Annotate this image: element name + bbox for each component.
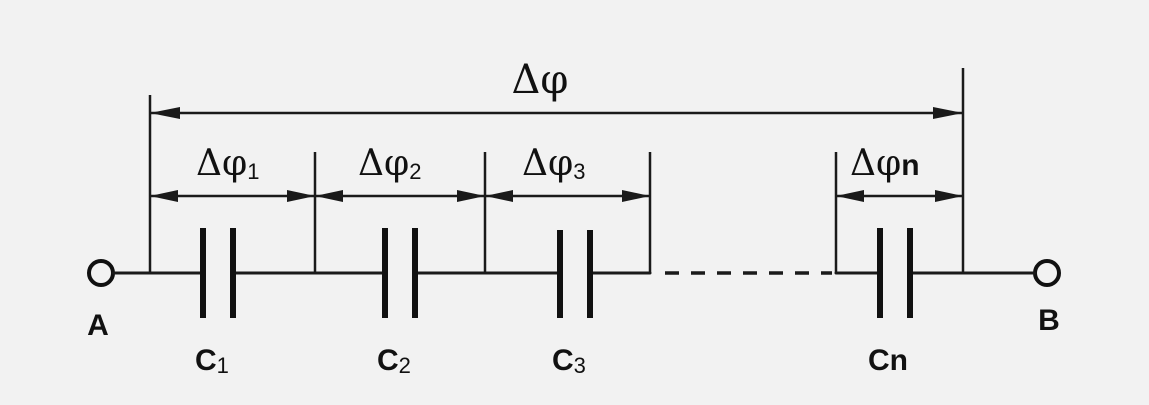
segment-n-voltage-subscript: n [901, 149, 919, 182]
terminal-a-label: A [87, 309, 109, 342]
capacitor-c3-label: C3 [552, 344, 586, 378]
segment-n-arrow-right [935, 190, 963, 202]
segment-1-voltage-symbol: Δφ [196, 143, 247, 184]
capacitor-c1-label: C1 [195, 344, 229, 378]
segment-n-voltage-symbol: Δφ [850, 143, 901, 184]
total-arrow-right [933, 107, 963, 119]
terminal-a-node [87, 259, 115, 287]
segment-3-voltage-subscript: 3 [573, 159, 585, 184]
segment-3-voltage-symbol: Δφ [522, 143, 573, 184]
segment-n-arrow-left [836, 190, 864, 202]
terminal-b-label: B [1038, 304, 1060, 337]
segment-3-arrow-left [485, 190, 513, 202]
capacitor-cn-label: Cn [868, 344, 908, 377]
capacitor-c2-label: C2 [377, 344, 411, 378]
segment-2-voltage-symbol: Δφ [358, 143, 409, 184]
terminal-b-node [1033, 259, 1061, 287]
segment-1-voltage-label: Δφ1 [196, 143, 259, 184]
segment-2-voltage-label: Δφ2 [358, 143, 421, 184]
segment-1-voltage-subscript: 1 [247, 159, 259, 184]
capacitor-c2-letter: C [377, 344, 399, 377]
segment-2-voltage-subscript: 2 [409, 159, 421, 184]
capacitor-c3-subscript: 3 [574, 353, 586, 378]
total-voltage-label: Δφ [512, 57, 569, 103]
total-arrow-left [150, 107, 180, 119]
segment-3-arrow-right [622, 190, 650, 202]
capacitor-c3-letter: C [552, 344, 574, 377]
segment-2-arrow-left [315, 190, 343, 202]
segment-2-arrow-right [457, 190, 485, 202]
segment-1-arrow-left [150, 190, 178, 202]
segment-n-voltage-label: Δφn [850, 143, 920, 184]
segment-3-voltage-label: Δφ3 [522, 143, 585, 184]
segment-1-arrow-right [287, 190, 315, 202]
capacitor-c1-letter: C [195, 344, 217, 377]
capacitor-cn-subscript: n [890, 344, 908, 377]
capacitor-c1-subscript: 1 [217, 353, 229, 378]
capacitor-c2-subscript: 2 [399, 353, 411, 378]
capacitor-cn-letter: C [868, 344, 890, 377]
